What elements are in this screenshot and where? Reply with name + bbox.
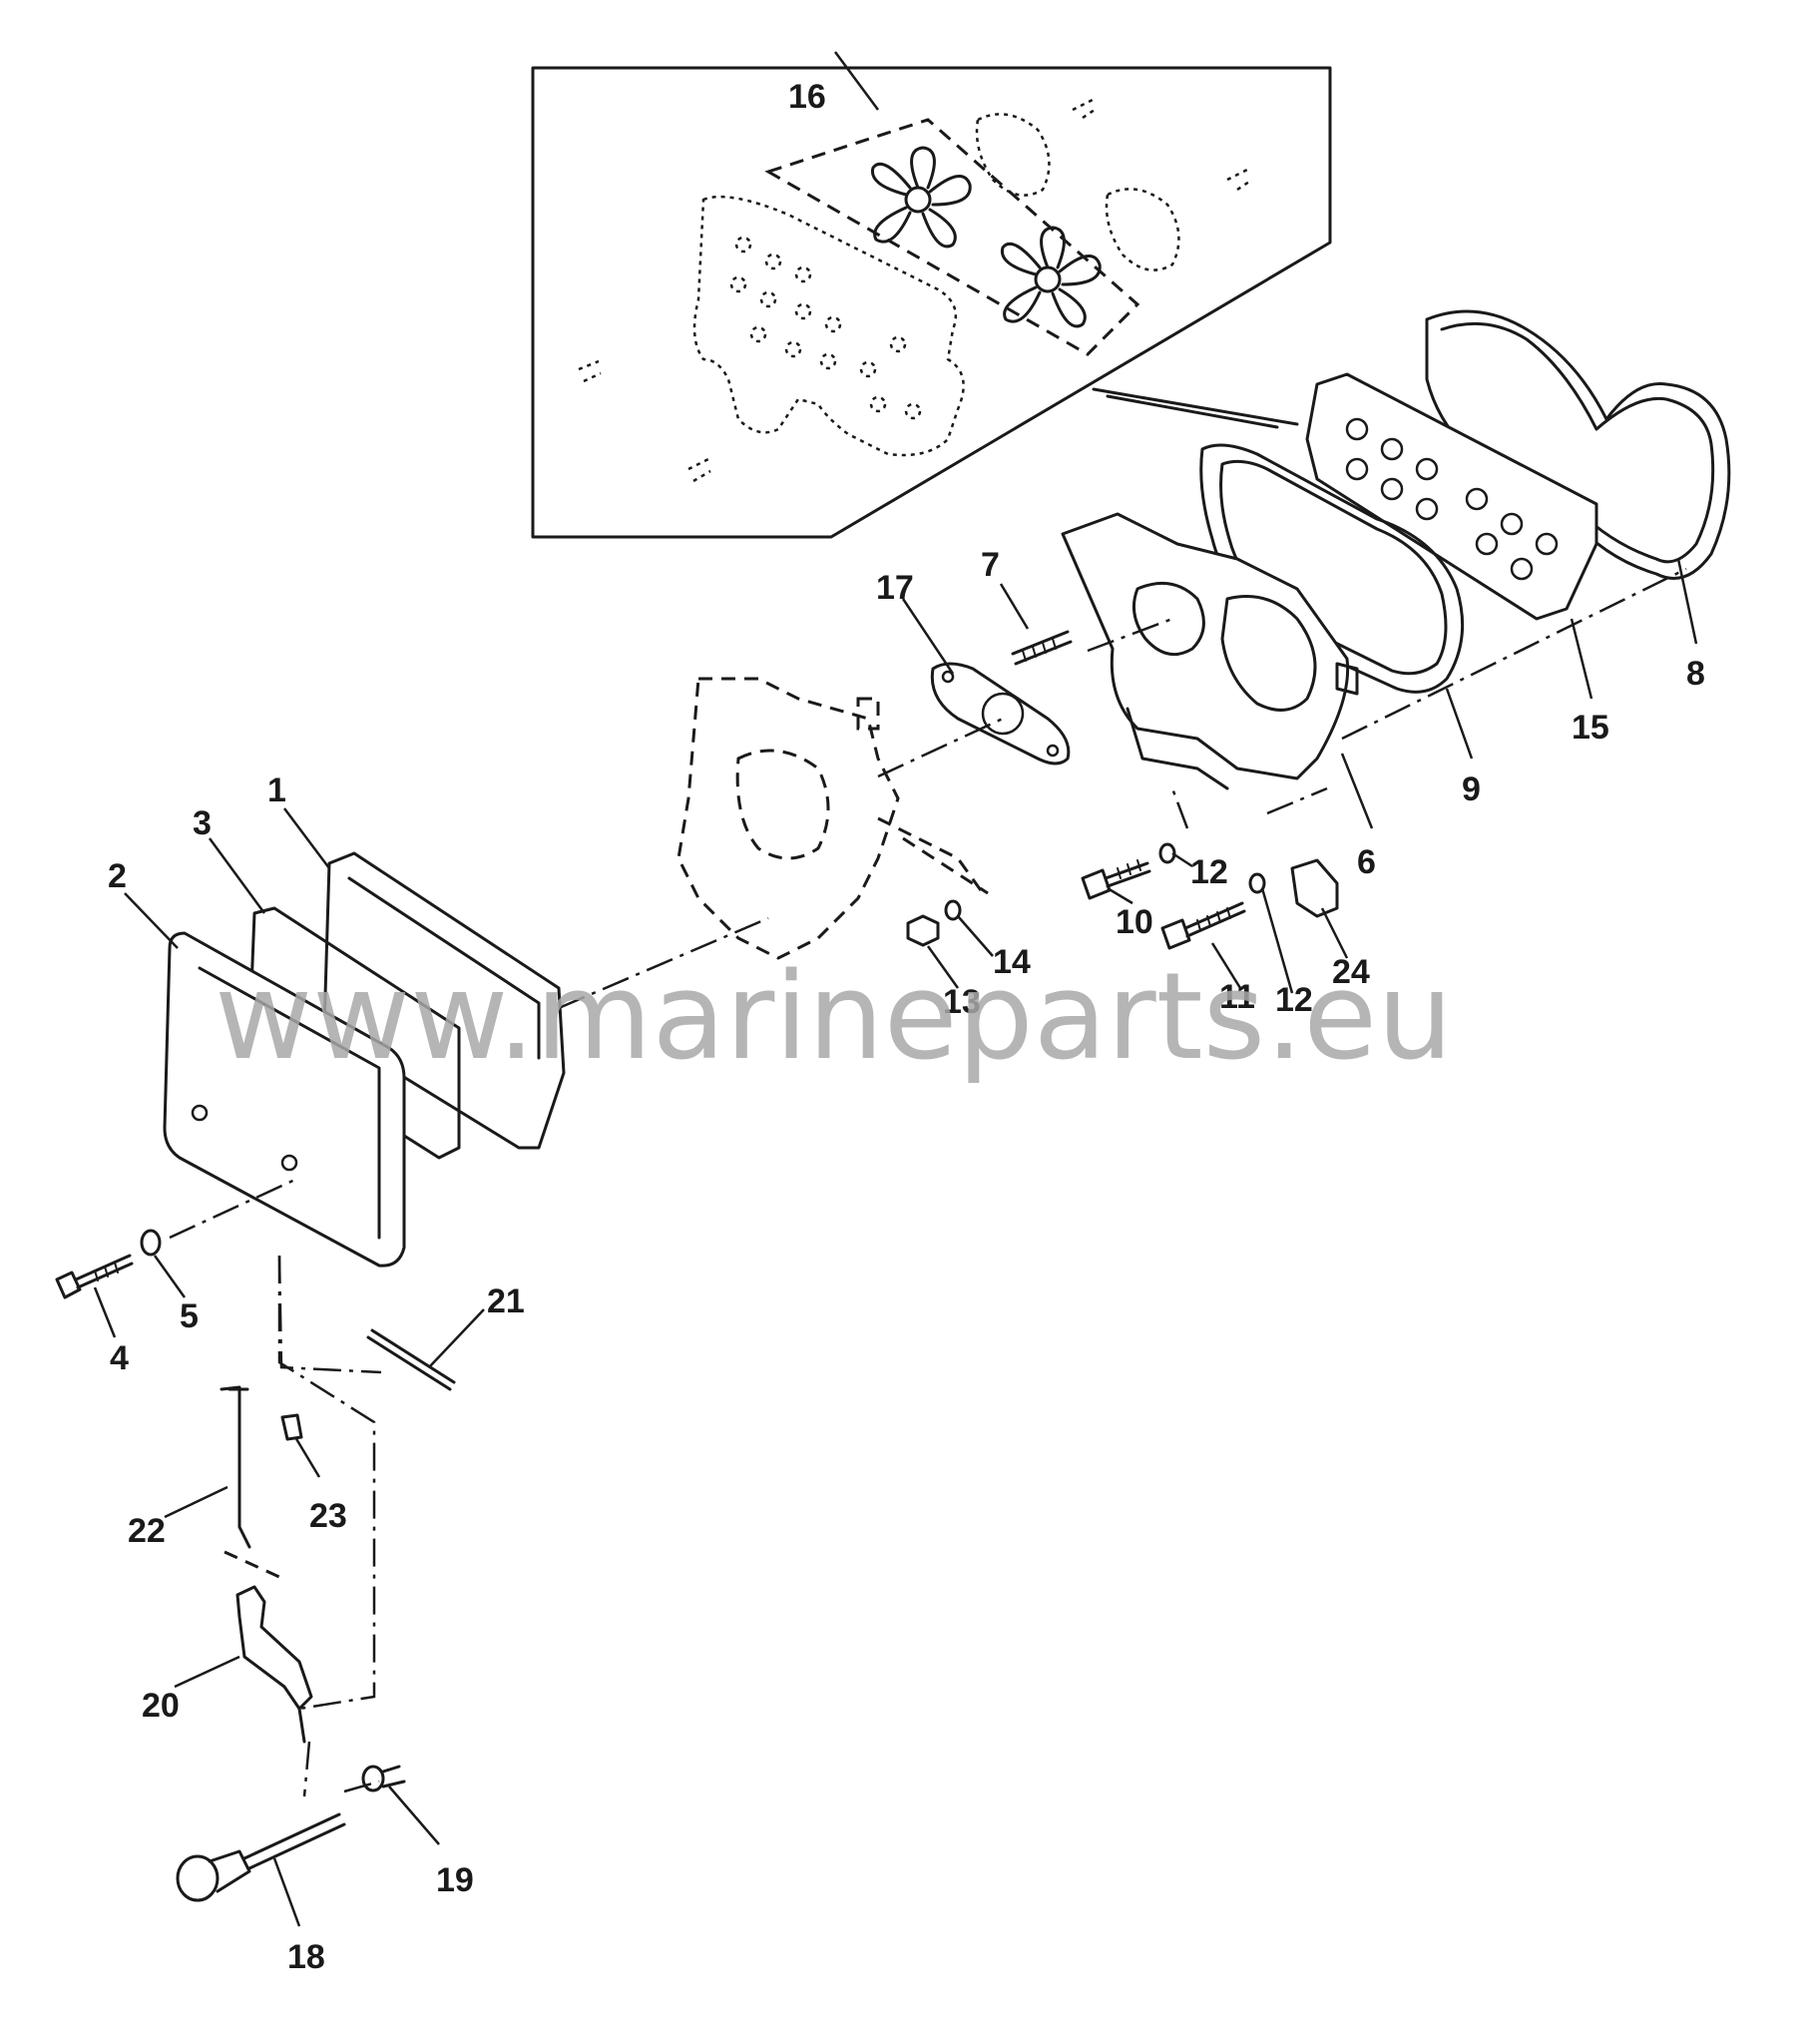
callout-10: 10 [1116,903,1153,941]
part-6-reed-housing [1061,512,1359,790]
callout-13: 13 [943,983,981,1021]
part-14-washer [944,899,962,921]
callout-19: 19 [436,1861,474,1899]
reed-petal-flower-lower [1000,226,1102,328]
part-11-screw [1160,901,1246,950]
reed-petal-flower-upper [870,146,972,249]
callout-11: 11 [1219,978,1255,1016]
assembly-centerlines [169,567,1687,1797]
callout-15: 15 [1572,709,1609,747]
callout-18: 18 [287,1938,325,1976]
callout-21: 21 [487,1282,525,1320]
callout-16: 16 [788,78,826,116]
inset-plate-holes [729,236,922,420]
part-7-stud [1011,630,1073,666]
callout-6: 6 [1357,843,1376,881]
callout-4: 4 [110,1339,129,1377]
callout-8: 8 [1686,655,1705,693]
part-19-clip [361,1765,406,1792]
callout-7: 7 [981,546,1000,584]
part-18-choke-knob [176,1812,346,1902]
part-12-washer-upper [1158,842,1176,864]
part-17-gasket [930,662,1071,766]
part-4-bolt [55,1254,134,1299]
callout-2: 2 [108,857,127,895]
part-12-washer-lower [1248,872,1266,894]
part-24-clip [1290,858,1339,918]
part-9-gasket [1199,443,1465,694]
watermark-text: www.marineparts.eu [215,948,1453,1087]
callout-5: 5 [180,1297,199,1335]
callout-17: 17 [876,569,914,607]
callout-14: 14 [993,943,1031,981]
carburetor-ghost [677,677,985,960]
part-2-cover [163,931,406,1268]
part-5-washer [140,1229,162,1257]
callout-leaders [93,51,1698,1927]
part-20-lever [235,1585,313,1744]
reed-stop-dotted [578,98,1253,483]
callout-9: 9 [1462,770,1481,808]
part-13-nut [906,914,940,947]
callout-12-upper: 12 [1190,853,1228,891]
callout-12-lower: 12 [1275,981,1313,1019]
callout-20: 20 [142,1687,180,1725]
callout-3: 3 [193,804,212,842]
callout-22: 22 [128,1512,166,1550]
part-23-clip [280,1413,303,1441]
callout-24: 24 [1332,953,1370,991]
part-21-pin [366,1328,456,1391]
callout-23: 23 [309,1497,347,1535]
callout-1: 1 [267,771,286,809]
part-22-link-rod [220,1385,251,1549]
part-10-screw [1081,859,1151,900]
inset-detail-panel [531,66,1332,539]
part-15-reed-block [1305,372,1598,621]
callout-labels: 1 2 3 4 5 6 7 8 9 10 11 12 12 13 14 15 1… [108,78,1705,1976]
